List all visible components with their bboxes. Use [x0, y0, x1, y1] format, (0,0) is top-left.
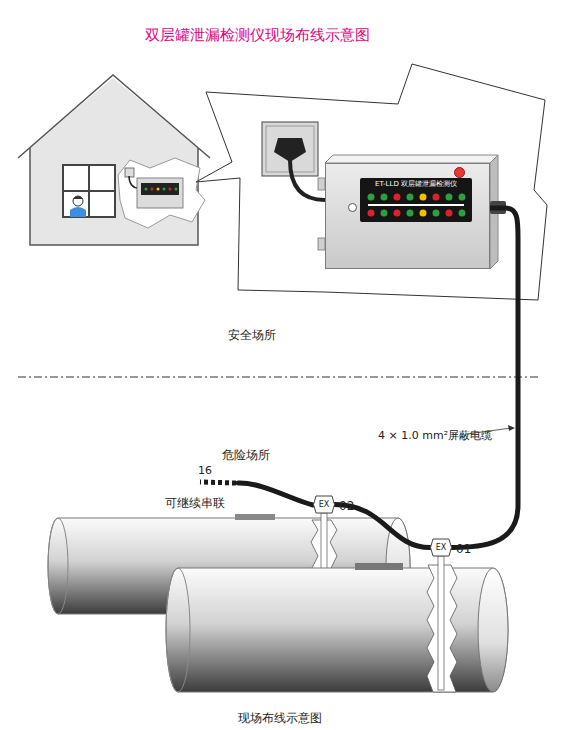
indicator-light [433, 210, 440, 217]
ex-mark: EX [313, 499, 335, 510]
wall-inset [118, 158, 205, 228]
wall-inset [137, 178, 183, 208]
person [70, 196, 86, 217]
ex-junction-box: EX02 [313, 495, 335, 514]
panel-bar [368, 204, 464, 206]
callout-number: 01 [456, 542, 471, 556]
zone-label: 危险场所 [222, 447, 270, 464]
indicator-light [420, 210, 427, 217]
indicator-light [368, 194, 375, 201]
callout-bubble [196, 64, 547, 300]
indicator-light [407, 210, 414, 217]
zone-divider [18, 377, 540, 378]
indicator-light [420, 194, 427, 201]
device-housing [318, 238, 325, 250]
power-socket [262, 122, 325, 200]
indicator-light [381, 210, 388, 217]
indicator-light [459, 210, 466, 217]
house [18, 75, 210, 245]
zone-label: 安全场所 [228, 327, 276, 344]
person [70, 207, 86, 217]
ex-box-outline [431, 539, 452, 556]
diagram-caption: 现场布线示意图 [238, 710, 322, 727]
zone-label: 16 [198, 464, 212, 477]
wall-inset [145, 188, 148, 191]
wall-inset [175, 188, 178, 191]
indicator-light [446, 194, 453, 201]
cable-continuation [200, 482, 236, 483]
wall-inset [157, 188, 160, 191]
leak-detector-box: ET-LLD 双层罐泄漏检测仪 [325, 163, 490, 269]
indicator-lights [360, 191, 472, 221]
ex-mark: EX [430, 542, 452, 553]
front-tank [478, 568, 508, 692]
wall-inset [118, 158, 205, 228]
label-leader [508, 425, 515, 431]
person [73, 196, 83, 206]
indicator-light [381, 194, 388, 201]
status-lamp [348, 203, 357, 212]
ex-box-outline [314, 496, 335, 513]
indicator-light [368, 210, 375, 217]
diagram-title: 双层罐泄漏检测仪现场布线示意图 [145, 26, 370, 45]
wall-inset [163, 188, 166, 191]
front-tank [166, 556, 508, 692]
callout-number: 02 [339, 499, 354, 513]
cable-label: 4 × 1.0 mm²屏蔽电缆 [378, 428, 492, 443]
back-tank [48, 518, 68, 614]
ex-junction-box: EX01 [430, 538, 452, 557]
front-tank [438, 556, 444, 690]
zone-label: 可继续串联 [165, 495, 225, 512]
power-socket [290, 160, 325, 200]
wall-inset [151, 188, 154, 191]
person [73, 196, 83, 199]
device-housing [318, 178, 325, 190]
wall-inset [141, 183, 179, 195]
callout-bubble [196, 64, 547, 300]
back-tank [235, 514, 275, 520]
indicator-light [394, 210, 401, 217]
indicator-light [407, 194, 414, 201]
indicator-light [446, 210, 453, 217]
house [18, 75, 210, 245]
front-tank [166, 568, 508, 692]
house [63, 165, 115, 217]
device-housing [318, 155, 506, 269]
cable-continuation [238, 483, 313, 505]
wall-inset [125, 168, 134, 177]
house [63, 165, 115, 217]
front-tank [355, 563, 403, 570]
wall-inset [169, 188, 172, 191]
front-tank [166, 568, 190, 692]
indicator-light [459, 194, 466, 201]
device-name: ET-LLD 双层罐泄漏检测仪 [360, 180, 472, 189]
display-panel: ET-LLD 双层罐泄漏检测仪 [360, 178, 472, 222]
device-housing [325, 155, 498, 163]
indicator-light [394, 194, 401, 201]
indicator-lamp [454, 167, 465, 178]
indicator-light [433, 194, 440, 201]
